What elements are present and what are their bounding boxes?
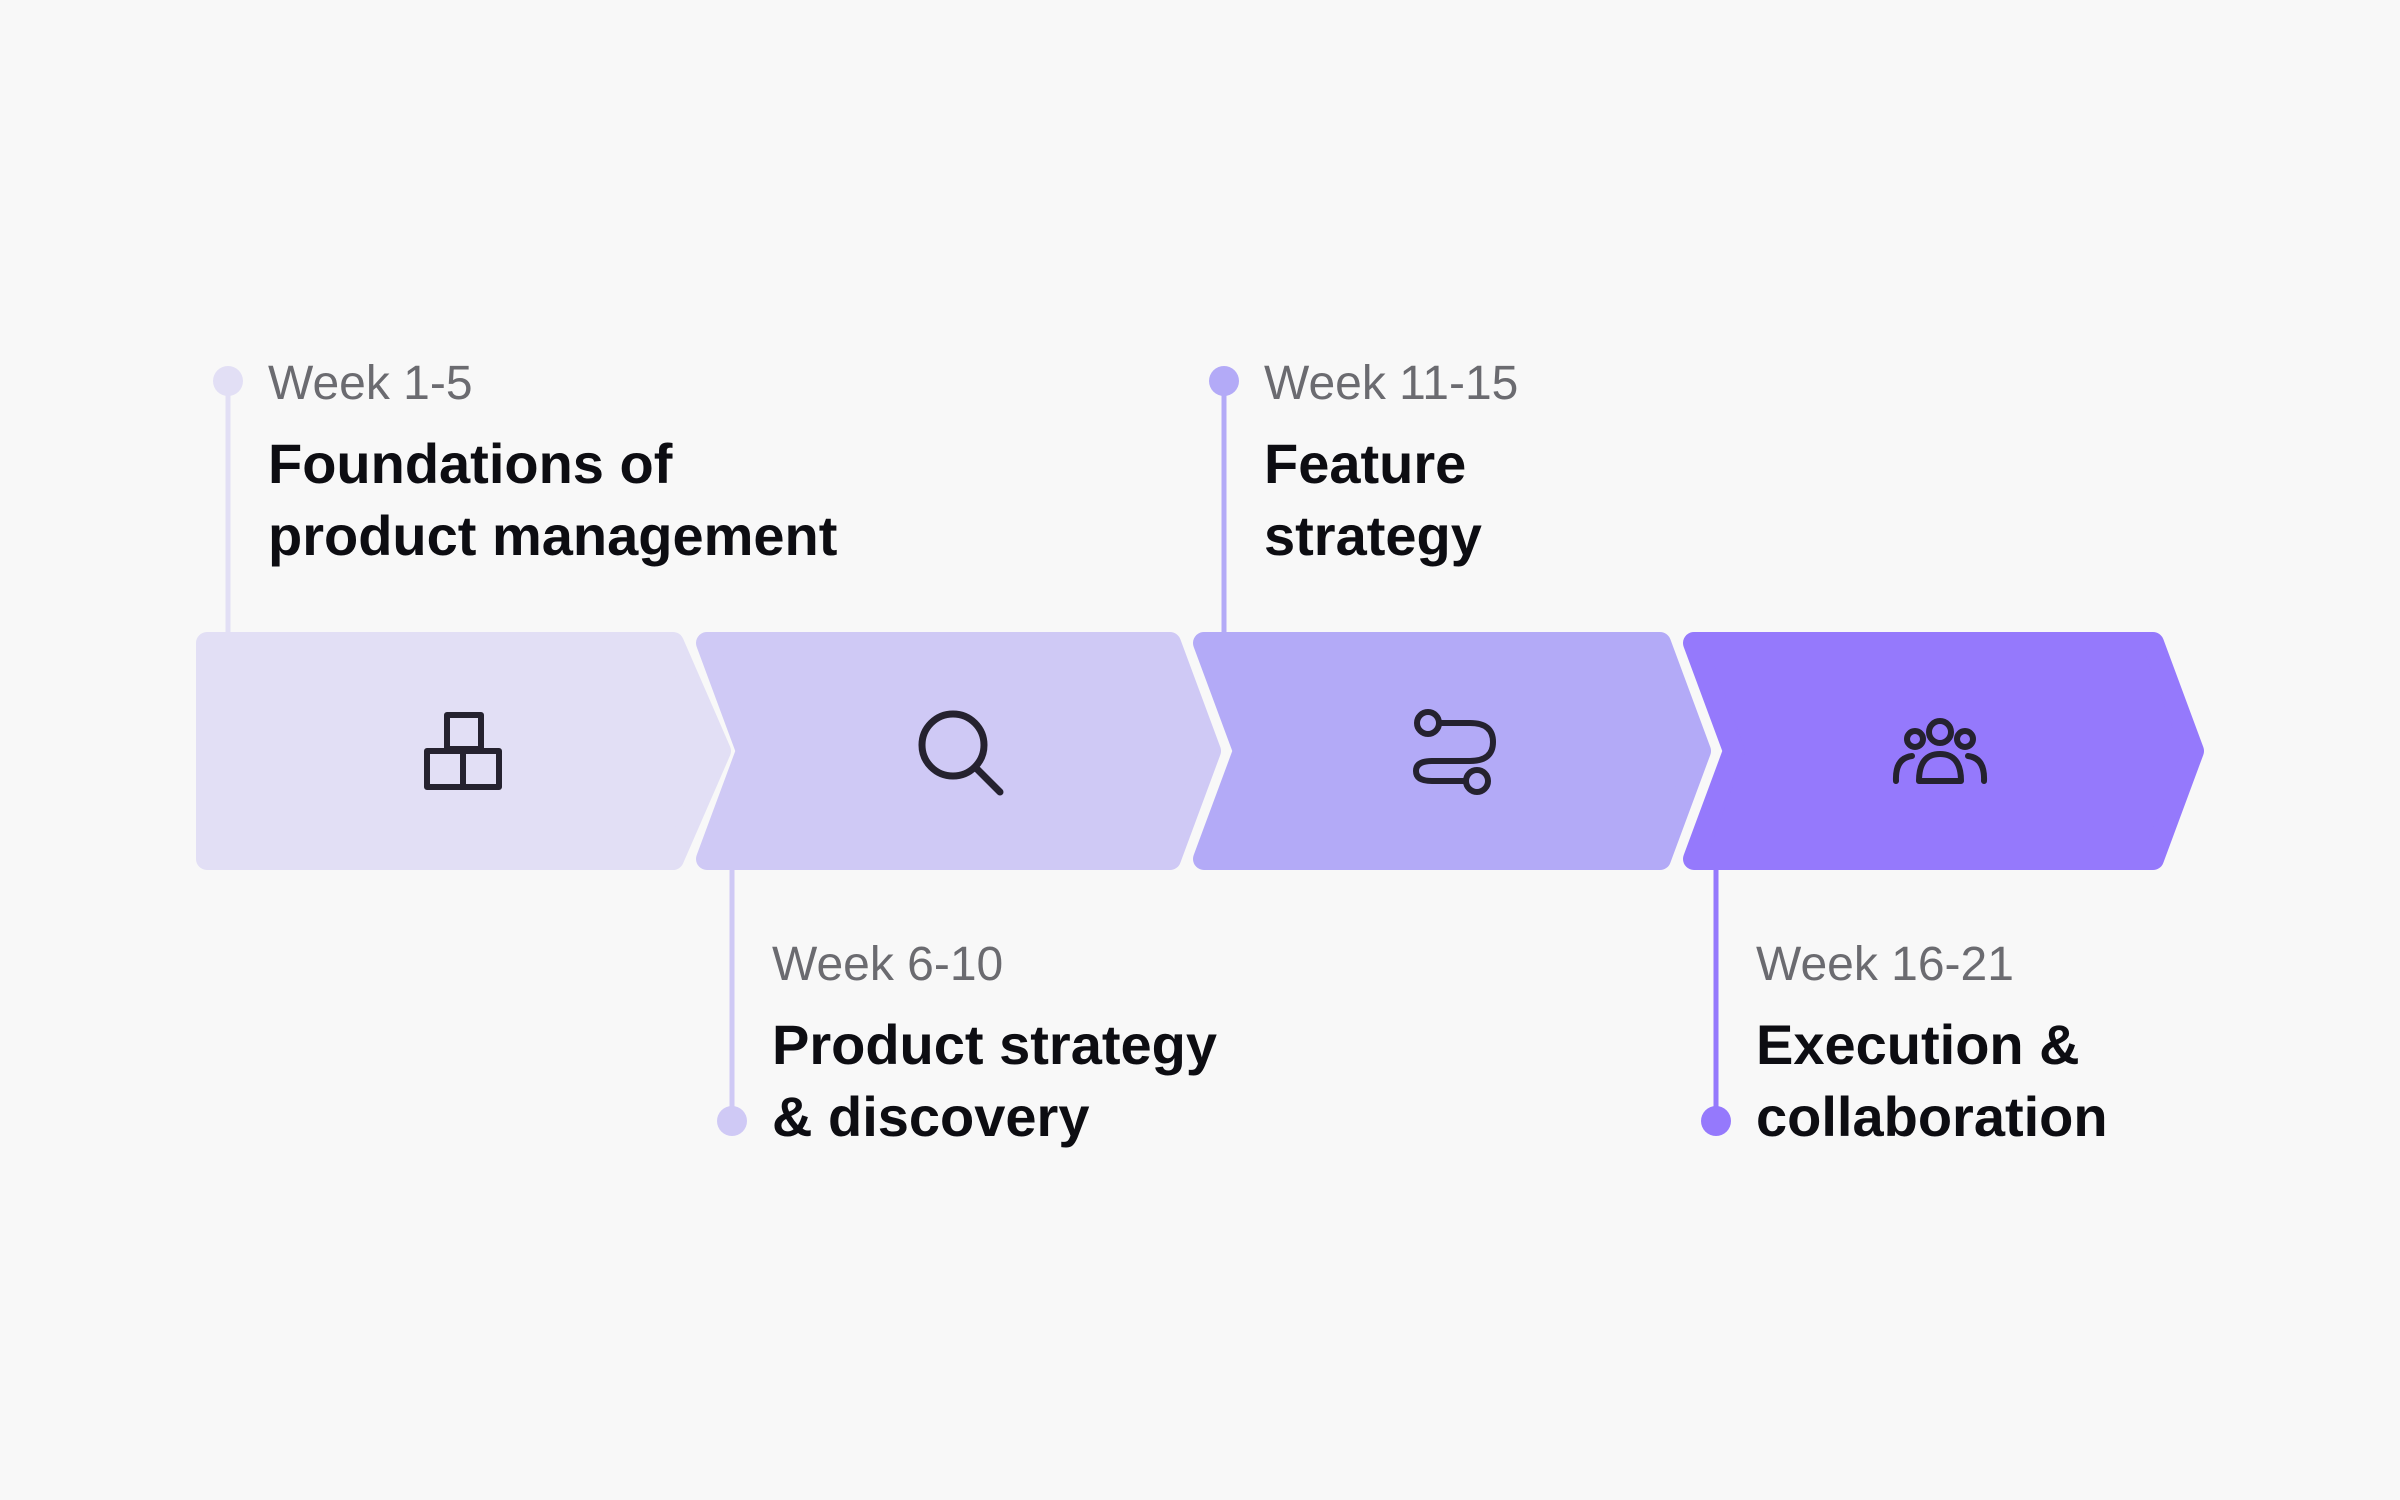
step-segment-3 bbox=[1193, 632, 1711, 870]
marker-dot-2 bbox=[717, 1106, 747, 1136]
step-title: Feature strategy bbox=[1264, 432, 1482, 567]
week-range: Week 11-15 bbox=[1264, 357, 1519, 410]
step-label-3: Week 11-15 Feature strategy bbox=[1264, 356, 1884, 572]
step-label-4: Week 16-21 Execution & collaboration bbox=[1756, 937, 2376, 1153]
search-icon bbox=[918, 710, 1004, 796]
step-segment-4 bbox=[1683, 632, 2204, 870]
team-icon bbox=[1892, 718, 1988, 784]
blocks-icon bbox=[424, 712, 502, 790]
week-range: Week 6-10 bbox=[772, 938, 1004, 991]
step-title: Execution & collaboration bbox=[1756, 1013, 2108, 1148]
step-label-2: Week 6-10 Product strategy & discovery bbox=[772, 937, 1392, 1153]
step-segment-2 bbox=[696, 632, 1221, 870]
route-icon bbox=[1413, 709, 1496, 795]
marker-dot-3 bbox=[1209, 366, 1239, 396]
step-label-1: Week 1-5 Foundations of product manageme… bbox=[268, 356, 888, 572]
week-range: Week 1-5 bbox=[268, 357, 473, 410]
marker-dot-4 bbox=[1701, 1106, 1731, 1136]
week-range: Week 16-21 bbox=[1756, 938, 2014, 991]
step-title: Foundations of product management bbox=[268, 432, 838, 567]
step-title: Product strategy & discovery bbox=[772, 1013, 1217, 1148]
marker-dot-1 bbox=[213, 366, 243, 396]
